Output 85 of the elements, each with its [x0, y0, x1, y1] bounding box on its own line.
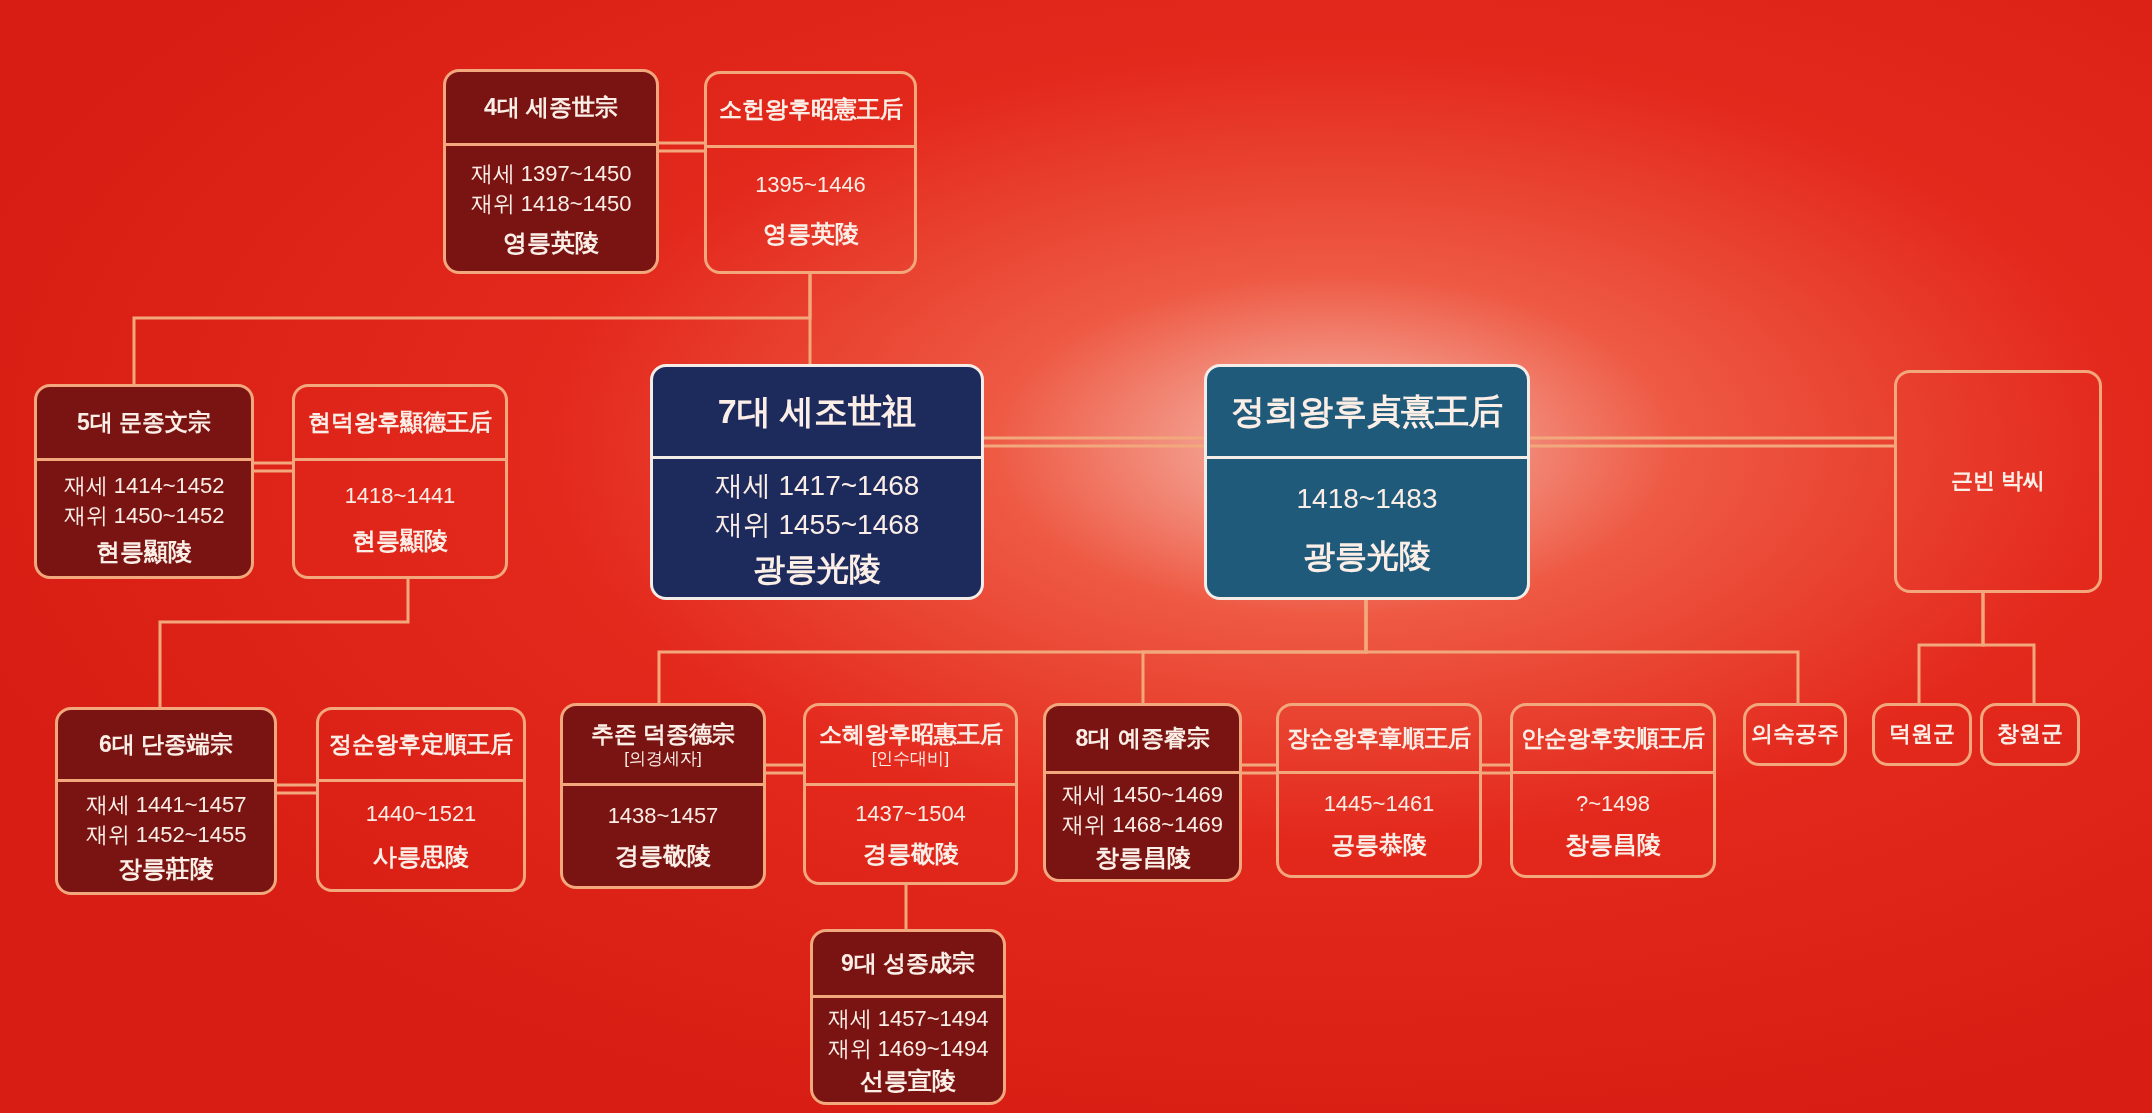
tomb-label: 광릉光陵 — [753, 549, 881, 589]
name-label: 소헌왕후昭憲王后 — [718, 95, 903, 124]
person-box — [1980, 703, 2080, 766]
date-text: 재세 1414~1452 — [63, 471, 225, 500]
name-label: 추존 덕종德宗 — [590, 719, 736, 749]
name-label: 안순왕후安順王后 — [1521, 724, 1705, 753]
family-line — [1364, 600, 1800, 703]
name-label: 9대 성종成宗 — [840, 949, 976, 978]
person-box — [34, 384, 254, 579]
name-label: 근빈 박씨 — [1950, 467, 2046, 496]
person-box — [803, 703, 1018, 885]
tomb-label: 장릉莊陵 — [118, 854, 214, 885]
person-box — [810, 929, 1006, 1105]
date-text: ?~1498 — [1576, 789, 1650, 818]
date-text: 1418~1483 — [1296, 482, 1438, 517]
family-line — [1480, 763, 1512, 775]
name-label: 4대 세종世宗 — [483, 93, 619, 122]
family-line — [1528, 436, 1896, 448]
date-text: 1418~1441 — [344, 481, 456, 510]
family-line — [982, 436, 1206, 448]
family-line — [904, 885, 908, 929]
tomb-label: 사릉思陵 — [373, 842, 469, 873]
date-text: 재위 1468~1469 — [1062, 811, 1223, 840]
person-box — [560, 703, 766, 889]
date-text: 재위 1455~1468 — [714, 507, 920, 542]
person-box — [1872, 703, 1972, 766]
date-text: 재세 1450~1469 — [1062, 781, 1223, 810]
person-box — [316, 707, 526, 892]
person-box — [1276, 703, 1482, 878]
date-text: 재위 1418~1450 — [470, 190, 632, 219]
family-line — [1981, 593, 2036, 703]
tomb-label: 창릉昌陵 — [1094, 842, 1191, 873]
tomb-label: 선릉宣陵 — [860, 1066, 956, 1097]
date-text: 1395~1446 — [755, 171, 866, 200]
person-box — [704, 71, 917, 274]
name-label: 7대 세조世祖 — [717, 391, 917, 433]
date-text: 재위 1469~1494 — [827, 1035, 989, 1064]
family-line — [252, 461, 294, 473]
date-text: 재위 1450~1452 — [63, 501, 225, 530]
title-label: [의경세자] — [624, 748, 702, 770]
name-label: 현덕왕후顯德王后 — [308, 408, 492, 437]
tomb-label: 광릉光陵 — [1303, 536, 1431, 576]
person-box — [1510, 703, 1716, 878]
date-text: 재세 1441~1457 — [85, 790, 247, 819]
title-label: [인수대비] — [871, 748, 950, 770]
person-box — [1894, 370, 2102, 593]
family-line — [764, 763, 805, 775]
name-label: 5대 문종文宗 — [76, 408, 212, 437]
date-text: 1445~1461 — [1323, 789, 1435, 818]
date-text: 1440~1521 — [365, 799, 477, 828]
name-label: 정순왕후定順王后 — [329, 730, 513, 759]
tomb-label: 영릉英陵 — [762, 218, 859, 249]
tomb-label: 경릉敬陵 — [615, 841, 711, 872]
date-text: 1438~1457 — [607, 801, 719, 830]
person-box — [1743, 703, 1847, 766]
tomb-label: 경릉敬陵 — [862, 838, 959, 869]
tomb-label: 현릉顯陵 — [352, 526, 448, 557]
tomb-label: 창릉昌陵 — [1565, 830, 1661, 861]
date-text: 1437~1504 — [855, 800, 966, 829]
name-label: 소혜왕후昭惠王后 — [818, 719, 1003, 749]
person-box — [650, 364, 984, 600]
name-label: 장순왕후章順王后 — [1287, 724, 1471, 753]
date-text: 재세 1457~1494 — [827, 1004, 989, 1033]
date-text: 재위 1452~1455 — [85, 821, 247, 850]
family-line — [1240, 763, 1278, 775]
person-box — [55, 707, 277, 895]
date-text: 재세 1417~1468 — [714, 469, 920, 504]
family-line — [808, 274, 812, 364]
name-label: 6대 단종端宗 — [98, 730, 234, 759]
family-line — [275, 783, 318, 795]
person-box — [1204, 364, 1530, 600]
person-box — [1043, 703, 1242, 882]
tomb-label: 현릉顯陵 — [96, 536, 192, 567]
person-box — [292, 384, 508, 579]
name-label: 정희왕후貞熹王后 — [1231, 391, 1503, 433]
person-box — [443, 69, 659, 274]
family-line — [158, 579, 410, 707]
name-label: 덕원군 — [1889, 720, 1955, 749]
name-label: 8대 예종睿宗 — [1075, 724, 1210, 753]
tomb-label: 공릉恭陵 — [1331, 830, 1427, 861]
name-label: 창원군 — [1997, 720, 2063, 749]
family-line — [657, 141, 706, 153]
tomb-label: 영릉英陵 — [503, 228, 599, 259]
name-label: 의숙공주 — [1751, 720, 1839, 749]
date-text: 재세 1397~1450 — [470, 159, 632, 188]
